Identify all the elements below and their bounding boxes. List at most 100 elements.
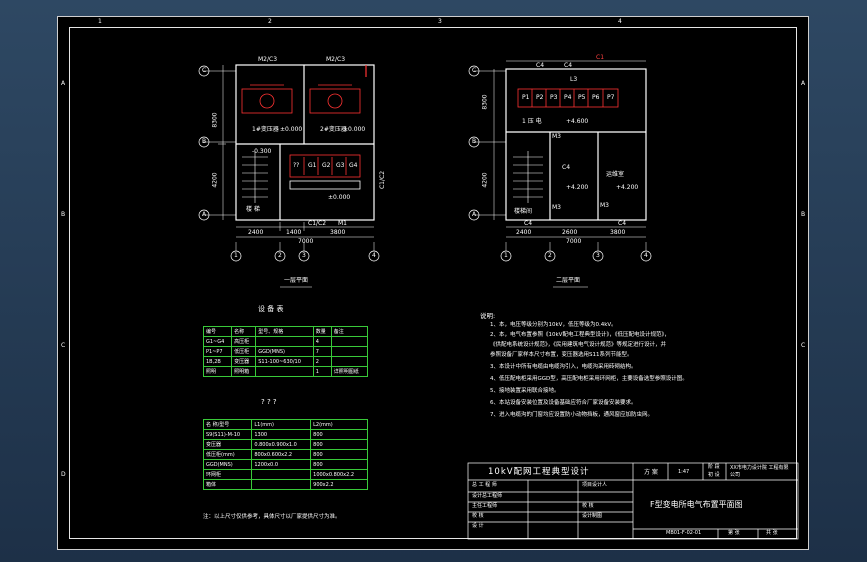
- f2-dim-side-2: 4200: [481, 172, 489, 188]
- table-cell: 详照明图纸: [330, 366, 369, 377]
- title-row-left: 设计总工程师: [472, 493, 503, 499]
- title-block-grid: [467, 462, 799, 540]
- border-mark-c-right: C: [801, 342, 806, 349]
- f2-dim-bottom-1: 2400: [516, 229, 532, 236]
- f1-tag-2: M1: [338, 220, 347, 227]
- f2-tag-3: C4: [562, 164, 571, 171]
- border-mark-1: 1: [98, 18, 102, 25]
- table-row: 环网柜 1000x0.800x2.2: [202, 469, 368, 480]
- f2-panel-5: P5: [578, 94, 586, 101]
- title-row-left: 主任工程师: [472, 503, 498, 509]
- f2-room-1: 楼梯间: [514, 208, 533, 215]
- f1-panel-2: G1: [308, 162, 317, 169]
- f1-axis-c: C: [202, 67, 207, 74]
- table-cell: 高压柜: [231, 336, 257, 347]
- q-table-note: 注：以上尺寸仅供参考，具体尺寸以厂家提供尺寸为准。: [203, 514, 341, 520]
- table-header-row: 编号 名称 型号、规格 数量 备注: [202, 326, 369, 337]
- f2-panel-4: P4: [564, 94, 572, 101]
- f1-dim-total: 7000: [298, 238, 314, 245]
- f1-axis-3: 3: [302, 252, 306, 259]
- border-mark-b-right: B: [801, 211, 806, 218]
- f1-level-3: ±0.000: [328, 194, 351, 201]
- table-header-cell: 型号、规格: [255, 326, 314, 337]
- f1-axis-1: 1: [234, 252, 238, 259]
- sheet-label: 第 张: [728, 530, 740, 536]
- stage-value: 初 设: [708, 472, 720, 478]
- title-row-left: 总 工 程 师: [472, 482, 497, 488]
- f1-panel-4: G3: [336, 162, 345, 169]
- f1-axis-a: A: [202, 211, 207, 218]
- f1-top-label-1: M2/C3: [258, 56, 278, 63]
- f1-dim-bottom-2: 1400: [286, 229, 302, 236]
- f1-level-4: -0.300: [252, 148, 272, 155]
- table-row: G1~G4 高压柜 4: [202, 336, 369, 347]
- f2-top-label-1: C4: [536, 62, 545, 69]
- border-mark-b: B: [61, 211, 66, 218]
- f2-panel-7: P7: [607, 94, 615, 101]
- border-mark-a: A: [61, 80, 66, 87]
- f2-tag-6: M3: [600, 202, 609, 209]
- f1-axis-4: 4: [372, 252, 376, 259]
- title-row-left: 校 核: [472, 513, 484, 519]
- table-cell: S9(S11)-M-10: [202, 429, 253, 440]
- table-header-row: 名 称/型号 L1(mm) L2(mm): [202, 419, 368, 430]
- table-cell: 照明箱: [231, 366, 257, 377]
- f2-tag-2: M3: [552, 204, 561, 211]
- table-cell: [330, 356, 369, 367]
- title-row-mid: 项目设计人: [582, 482, 608, 488]
- equipment-table-title: 设 备 表: [258, 305, 284, 313]
- border-mark-4: 4: [618, 18, 622, 25]
- table-cell: 1B,2B: [202, 356, 233, 367]
- table-cell: 900x2.2: [310, 479, 368, 490]
- table-cell: S11-100~630/10: [255, 356, 314, 367]
- border-mark-a-right: A: [801, 80, 806, 87]
- f2-tag-4: C4: [524, 220, 533, 227]
- f2-room-3: 运维室: [606, 171, 625, 178]
- table-cell: 环网柜: [202, 469, 253, 480]
- equipment-table: 编号 名称 型号、规格 数量 备注 G1~G4 高压柜 4 P1~P7 低压柜 …: [202, 326, 369, 377]
- table-cell: [330, 346, 369, 357]
- title-row-left: 设 计: [472, 523, 484, 529]
- f2-tag-1: M3: [552, 133, 561, 140]
- table-row: P1~P7 低压柜 GGD(MNS) 7: [202, 346, 369, 357]
- floor2-walls: [505, 68, 647, 221]
- f1-panel-3: G2: [322, 162, 331, 169]
- table-cell: 1300: [251, 429, 312, 440]
- f2-dim-bottom-3: 3800: [610, 229, 626, 236]
- f2-panel-1: P1: [522, 94, 530, 101]
- table-row: 1B,2B 变压器 S11-100~630/10 2: [202, 356, 369, 367]
- table-cell: 箱体: [202, 479, 253, 490]
- stage-label: 阶 段: [708, 464, 720, 470]
- table-cell: 800: [310, 439, 368, 450]
- table-cell: [330, 336, 369, 347]
- table-cell: 0.800x0.900x1.0: [251, 439, 312, 450]
- table-cell: GGD(MNS): [202, 459, 253, 470]
- table-header-cell: 备注: [330, 326, 369, 337]
- f1-caption: 一层平面: [284, 277, 309, 284]
- table-cell: 1200x0.0: [251, 459, 312, 470]
- table-row: 箱体 900x2.2: [202, 479, 368, 490]
- f1-axis-2: 2: [278, 252, 282, 259]
- table-cell: [251, 469, 312, 480]
- floor2-stairs: [513, 151, 543, 203]
- f1-panel-1: ??: [293, 162, 300, 169]
- f2-top-label-2: C4: [564, 62, 573, 69]
- notes-title: 说明:: [480, 312, 496, 320]
- f1-axis-b: B: [202, 138, 207, 145]
- f2-axis-2: 2: [548, 252, 552, 259]
- f2-axis-a: A: [472, 211, 477, 218]
- f2-panel-3: P3: [550, 94, 558, 101]
- note-line: 1、本，电压等级分别为10kV，低压等级为0.4kV。: [490, 322, 617, 328]
- table-header-cell: L1(mm): [251, 419, 312, 430]
- floor1-stairs: [242, 151, 268, 203]
- f1-dim-bottom-3: 3800: [330, 229, 346, 236]
- f2-panel-2: P2: [536, 94, 544, 101]
- table-cell: 7: [312, 346, 332, 357]
- table-cell: GGD(MNS): [255, 346, 314, 357]
- table-cell: 800: [310, 429, 368, 440]
- table-cell: [251, 479, 312, 490]
- table-cell: 800: [310, 459, 368, 470]
- f2-axis-1: 1: [504, 252, 508, 259]
- f1-room-1: 1#变压器: [252, 126, 279, 133]
- drawing-frame: [69, 27, 797, 539]
